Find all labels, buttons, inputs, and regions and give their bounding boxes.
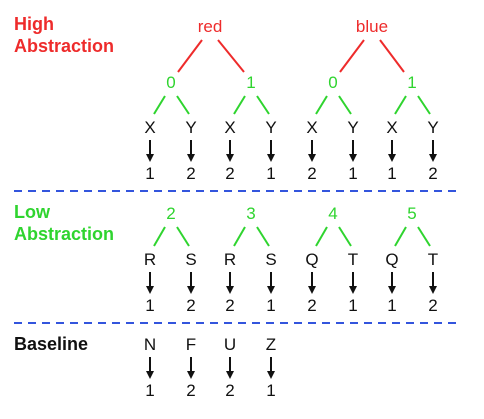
low-value-row: 1 2 2 1 2 1 1 2 [145,296,437,315]
high-arrows [146,140,437,162]
high-leaf-value: 1 [387,164,396,183]
baseline-arrows [146,357,275,379]
high-leaf-value: 1 [266,164,275,183]
low-leaf-symbol: Q [305,250,318,269]
high-mid-edges [153,95,431,115]
high-leaf-symbol: X [144,118,155,137]
low-leaf-value: 1 [348,296,357,315]
high-leaf-symbol: Y [265,118,276,137]
high-abstraction-label-line1: High [14,14,54,34]
high-root-edges [177,39,405,73]
high-leaf-value: 2 [186,164,195,183]
baseline-leaf-value: 2 [186,381,195,400]
baseline-leaf-value: 1 [145,381,154,400]
low-abstraction-label-line1: Low [14,202,51,222]
baseline-leaf-symbol: Z [266,335,276,354]
low-leaf-symbol: R [144,250,156,269]
low-leaf-row: R S R S Q T Q T [144,250,438,269]
low-leaf-symbol: S [265,250,276,269]
high-leaf-value: 2 [225,164,234,183]
low-mid-node: 3 [246,204,255,223]
high-root-node: blue [356,17,388,36]
low-mid-node: 4 [328,204,337,223]
high-leaf-symbol: X [306,118,317,137]
low-mid-edges [153,226,431,247]
high-mid-node: 1 [407,73,416,92]
low-mid-node: 2 [166,204,175,223]
baseline-label: Baseline [14,334,88,354]
high-leaf-value: 1 [145,164,154,183]
high-leaf-row: X Y X Y X Y X Y [144,118,438,137]
baseline-value-row: 1 2 2 1 [145,381,275,400]
baseline-leaf-symbol: U [224,335,236,354]
low-leaf-value: 2 [186,296,195,315]
low-arrows [146,272,437,294]
baseline-leaf-row: N F U Z [144,335,276,354]
baseline-leaf-value: 1 [266,381,275,400]
low-leaf-value: 1 [145,296,154,315]
high-leaf-value: 2 [307,164,316,183]
low-leaf-symbol: S [185,250,196,269]
high-leaf-symbol: X [224,118,235,137]
low-leaf-symbol: R [224,250,236,269]
high-leaf-symbol: X [386,118,397,137]
baseline-leaf-symbol: N [144,335,156,354]
baseline-leaf-value: 2 [225,381,234,400]
low-leaf-symbol: T [348,250,358,269]
high-mid-node: 0 [328,73,337,92]
baseline-leaf-symbol: F [186,335,196,354]
high-leaf-value: 2 [428,164,437,183]
low-leaf-value: 2 [225,296,234,315]
low-leaf-value: 2 [307,296,316,315]
high-mid-node: 1 [246,73,255,92]
high-leaf-symbol: Y [347,118,358,137]
high-leaf-value: 1 [348,164,357,183]
low-leaf-value: 1 [266,296,275,315]
low-mid-node: 5 [407,204,416,223]
high-leaf-symbol: Y [427,118,438,137]
low-leaf-symbol: T [428,250,438,269]
high-mid-node: 0 [166,73,175,92]
high-abstraction-label-line2: Abstraction [14,36,114,56]
low-leaf-value: 1 [387,296,396,315]
high-leaf-symbol: Y [185,118,196,137]
low-abstraction-label-line2: Abstraction [14,224,114,244]
low-leaf-symbol: Q [385,250,398,269]
high-value-row: 1 2 2 1 2 1 1 2 [145,164,437,183]
low-leaf-value: 2 [428,296,437,315]
high-root-node: red [198,17,223,36]
